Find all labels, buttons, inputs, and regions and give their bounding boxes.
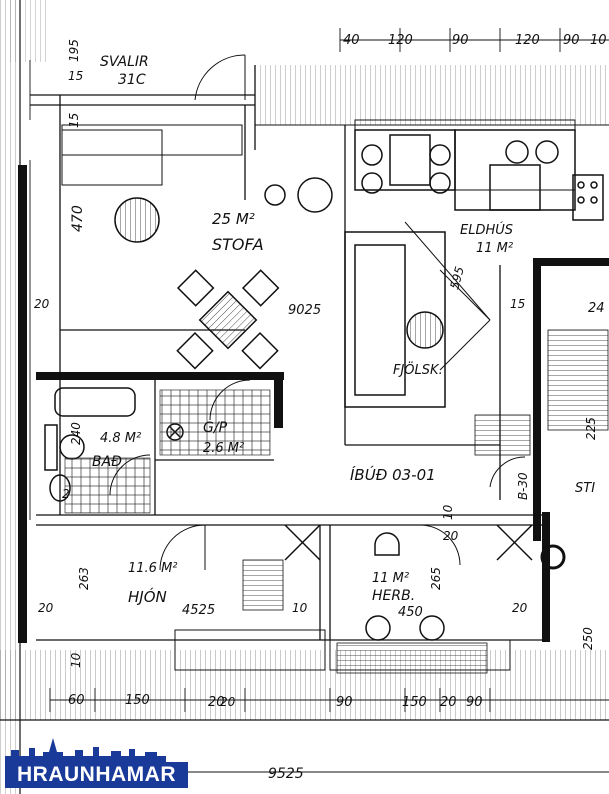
dim-top-4: 90 — [563, 33, 580, 48]
dim-top-3: 120 — [515, 33, 540, 48]
dim-bottom-5: 20 — [440, 695, 457, 710]
dimension-labels: 40 120 90 120 90 10 60 150 20 90 150 20 … — [34, 33, 607, 782]
dim-bottom-2: 20 — [208, 695, 225, 710]
room-name-svalir: SVALIR — [100, 54, 149, 70]
dim-top-2: 90 — [452, 33, 469, 48]
dim-10-a: 10 — [292, 601, 308, 615]
dim-15-a: 15 — [68, 69, 83, 83]
stair — [242, 329, 609, 674]
room-size-svalir: 31C — [118, 72, 146, 88]
room-name-stofa: STOFA — [212, 235, 264, 254]
dim-15-b: 15 — [67, 113, 81, 128]
dim-2: 2 — [62, 487, 70, 501]
room-area-gp: 2.6 M² — [203, 441, 244, 456]
room-name-fjolsk: FJÖLSK. — [393, 361, 443, 378]
dim-195: 195 — [67, 39, 81, 62]
room-name-gp: G/P — [203, 420, 228, 436]
dim-20-d: 20 — [220, 695, 236, 709]
room-name-herb: HERB. — [372, 588, 415, 604]
brand-logo-text: HRAUNHAMAR — [5, 762, 188, 788]
dim-250: 250 — [581, 627, 595, 650]
dim-20-b: 20 — [38, 601, 54, 615]
dim-total-width: 9525 — [268, 766, 304, 782]
structural-walls — [18, 165, 609, 643]
dim-225: 225 — [584, 417, 598, 440]
door-swings — [109, 54, 526, 571]
room-area-stofa: 25 M² — [212, 210, 255, 228]
dim-herb-width: 450 — [398, 605, 423, 620]
dim-bottom-6: 90 — [466, 695, 483, 710]
dim-265: 265 — [429, 567, 443, 590]
room-area-bad: 4.8 M² — [100, 431, 141, 446]
dim-hjon-width: 4525 — [182, 603, 215, 618]
dim-240: 240 — [69, 422, 83, 445]
dim-20-c: 20 — [512, 601, 528, 615]
dimension-lines — [29, 28, 609, 773]
room-area-herb: 11 M² — [372, 571, 409, 586]
room-area-hjon: 11.6 M² — [128, 561, 178, 576]
dim-595: 595 — [447, 265, 466, 291]
brand-logo: HRAUNHAMAR — [5, 736, 188, 788]
dim-20-e: 20 — [443, 529, 459, 543]
dim-9025: 9025 — [288, 303, 321, 318]
room-name-b30: B-30 — [516, 472, 530, 500]
interior-walls — [30, 65, 545, 641]
dim-263: 263 — [77, 567, 91, 590]
dim-15-c: 15 — [510, 297, 525, 311]
dim-bottom-0: 60 — [68, 693, 85, 708]
dim-top-1: 120 — [388, 33, 413, 48]
dim-top-5: 10 — [590, 33, 607, 48]
room-name-hjon: HJÓN — [128, 587, 167, 606]
room-name-sti: STI — [575, 481, 595, 496]
apartment-number: ÍBÚÐ 03-01 — [350, 465, 436, 484]
dim-10-c: 10 — [69, 652, 83, 668]
dim-470: 470 — [70, 205, 86, 232]
window-frames — [61, 119, 576, 671]
dim-24: 24 — [588, 301, 605, 316]
dim-bottom-1: 150 — [125, 693, 150, 708]
room-area-eldhus: 11 M² — [476, 241, 513, 256]
dim-bottom-4: 150 — [402, 695, 427, 710]
room-name-eldhus: ELDHÚS — [460, 222, 513, 238]
dim-top-0: 40 — [343, 33, 360, 48]
room-labels: SVALIR 31C 25 M² STOFA ELDHÚS 11 M² FJÖL… — [92, 54, 595, 606]
skyline-icon — [5, 738, 166, 764]
room-name-bad: BAÐ — [92, 454, 122, 470]
dim-20-a: 20 — [34, 297, 50, 311]
dim-bottom-3: 90 — [336, 695, 353, 710]
dim-10-b: 10 — [441, 504, 455, 520]
